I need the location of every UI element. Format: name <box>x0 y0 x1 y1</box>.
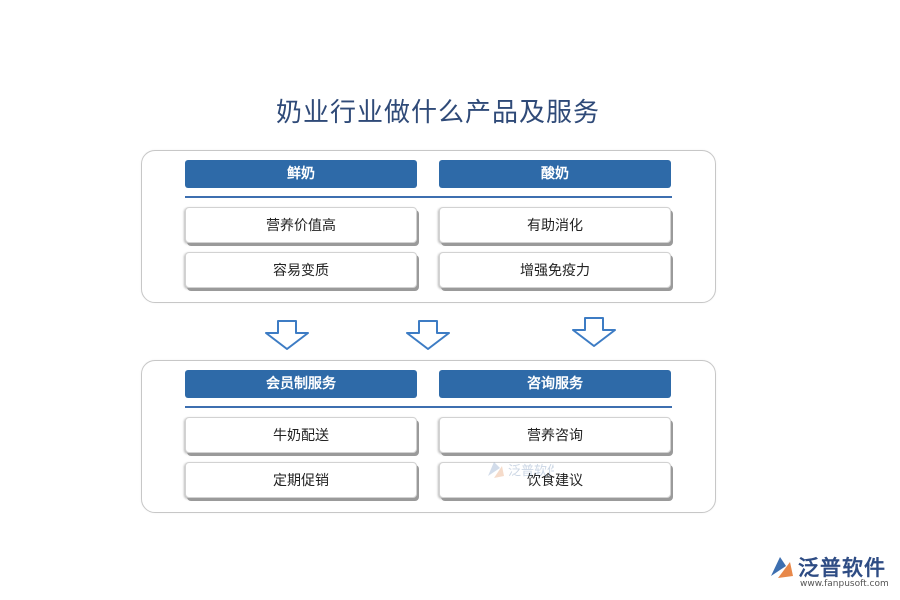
item-box: 营养价值高 <box>185 207 417 243</box>
item-box: 定期促销 <box>185 462 417 498</box>
watermark-logo-icon: 泛普软件 <box>488 462 554 479</box>
item-box: 有助消化 <box>439 207 671 243</box>
column-yogurt: 酸奶 <box>439 160 671 188</box>
item-box: 饮食建议 <box>439 462 671 498</box>
divider-line <box>185 196 672 198</box>
down-arrow-icon <box>265 320 309 350</box>
fanpu-logo-icon <box>771 557 793 578</box>
header-consulting: 咨询服务 <box>439 370 671 398</box>
header-membership: 会员制服务 <box>185 370 417 398</box>
bottom-panel: 会员制服务 咨询服务 牛奶配送 定期促销 营养咨询 饮食建议 <box>141 360 716 513</box>
column-consulting: 咨询服务 <box>439 370 671 398</box>
top-panel: 鲜奶 酸奶 营养价值高 容易变质 有助消化 增强免疫力 <box>141 150 716 303</box>
header-fresh-milk: 鲜奶 <box>185 160 417 188</box>
brand-name: 泛普软件 <box>798 556 886 580</box>
item-box: 牛奶配送 <box>185 417 417 453</box>
brand-url: www.fanpusoft.com <box>800 579 889 589</box>
diagram-title: 奶业行业做什么产品及服务 <box>275 98 600 128</box>
column-fresh-milk: 鲜奶 <box>185 160 417 188</box>
column-membership: 会员制服务 <box>185 370 417 398</box>
item-box: 营养咨询 <box>439 417 671 453</box>
watermark-text: 泛普软件 <box>508 464 554 479</box>
item-box: 容易变质 <box>185 252 417 288</box>
item-box: 增强免疫力 <box>439 252 671 288</box>
down-arrow-icon <box>406 320 450 350</box>
down-arrow-icon <box>572 317 616 347</box>
divider-line <box>185 406 672 408</box>
brand-logo: 泛普软件 www.fanpusoft.com <box>768 552 892 596</box>
header-yogurt: 酸奶 <box>439 160 671 188</box>
